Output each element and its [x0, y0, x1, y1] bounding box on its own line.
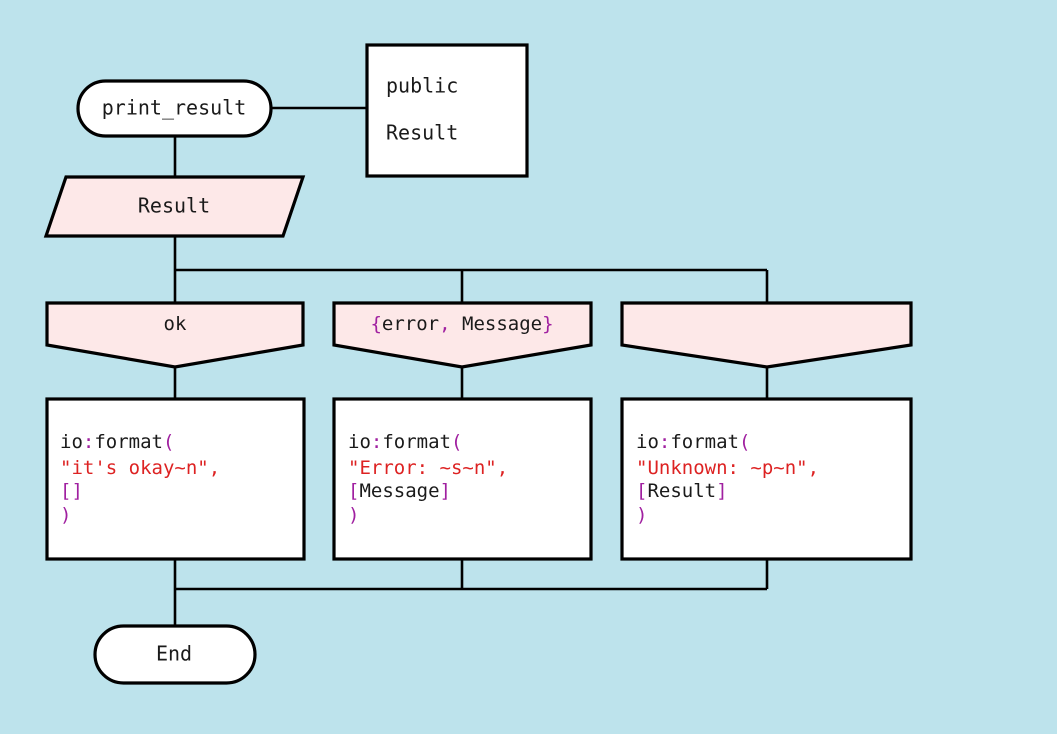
branch-error-shape	[332, 301, 593, 369]
annotation-note: public Result	[365, 43, 529, 178]
branch-ok-label: ok	[164, 313, 187, 335]
branch-error-label: {error, Message}	[370, 313, 553, 335]
code-box-wildcard-line-2: "Unknown: ~p~n",	[636, 457, 819, 479]
code-box-error-line-1: io:format(	[348, 431, 462, 453]
end-node[interactable]: End	[93, 624, 257, 685]
code-box-wildcard-line-4: )	[636, 504, 647, 526]
annotation-note-line-2: Result	[386, 121, 458, 145]
branch-wildcard-shape	[620, 301, 913, 369]
end-node-label: End	[156, 642, 192, 666]
start-node[interactable]: print_result	[76, 79, 273, 138]
end-node-shape	[93, 624, 257, 685]
code-box-ok[interactable]: io:format( "it's okay~n", [] )	[45, 397, 306, 561]
edge-layer	[173, 106, 769, 626]
input-node-shape	[43, 175, 306, 238]
code-box-ok-line-4: )	[60, 504, 71, 526]
code-box-error-line-3: [Message]	[348, 480, 451, 502]
start-node-label: print_result	[102, 96, 247, 120]
code-box-error[interactable]: io:format( "Error: ~s~n", [Message] )	[332, 397, 593, 561]
annotation-note-line-1: public	[386, 74, 458, 98]
code-box-wildcard-shape	[620, 397, 913, 561]
branch-ok[interactable]: ok	[45, 301, 305, 369]
code-box-error-line-2: "Error: ~s~n",	[348, 457, 508, 479]
branch-error[interactable]: {error, Message}	[332, 301, 593, 369]
code-box-wildcard-line-3: [Result]	[636, 480, 728, 502]
annotation-note-shape	[365, 43, 529, 178]
start-node-shape	[76, 79, 273, 138]
input-node[interactable]: Result	[43, 175, 306, 238]
code-box-wildcard-line-1: io:format(	[636, 431, 750, 453]
code-box-error-shape	[332, 397, 593, 561]
code-box-ok-line-3: []	[60, 480, 83, 502]
code-box-ok-line-1: io:format(	[60, 431, 174, 453]
code-box-error-line-4: )	[348, 504, 359, 526]
input-node-label: Result	[138, 194, 210, 218]
code-box-ok-line-2: "it's okay~n",	[60, 457, 220, 479]
code-box-ok-shape	[45, 397, 306, 561]
code-box-wildcard[interactable]: io:format( "Unknown: ~p~n", [Result] )	[620, 397, 913, 561]
branch-wildcard[interactable]	[620, 301, 913, 369]
branch-ok-shape	[45, 301, 305, 369]
